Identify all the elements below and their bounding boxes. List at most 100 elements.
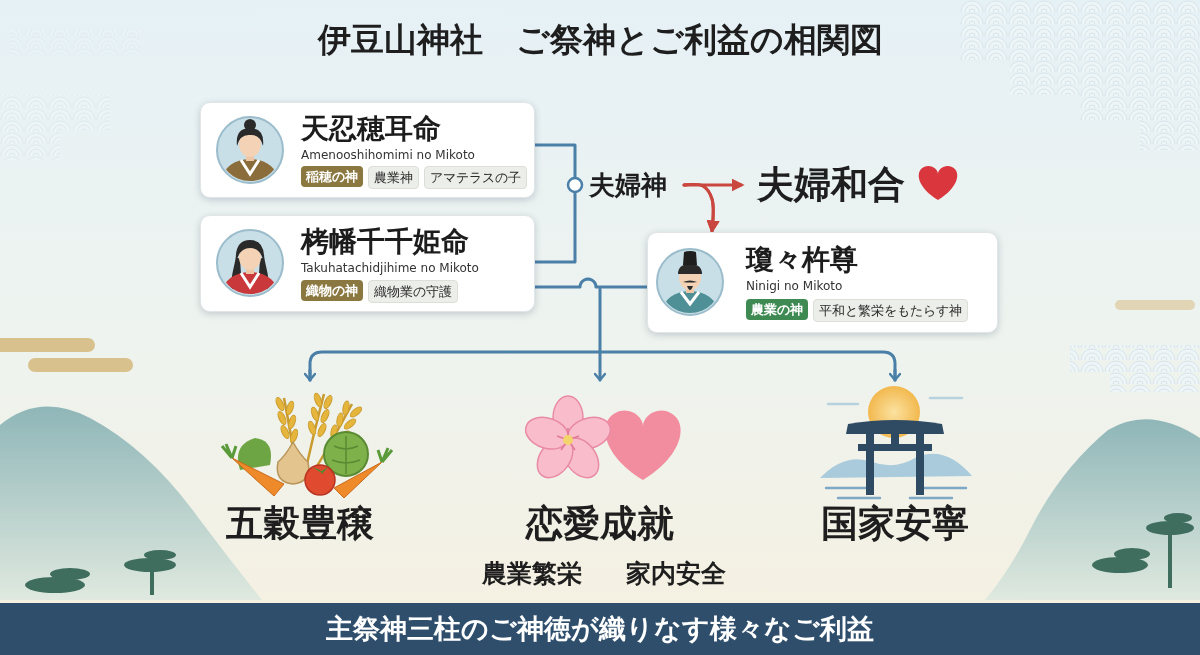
torii-icon [866,433,874,495]
sakura-heart-icon [530,431,580,484]
deity-avatar [217,117,283,183]
deity-card: 瓊々杵尊Ninigi no Mikoto農業の神平和と繁栄をもたらす神 [647,232,998,333]
harvest-icon [284,394,352,478]
pine-tree [124,558,176,572]
harvest-icon [330,425,338,440]
torii-icon [820,386,972,498]
pine-tree [144,550,176,560]
pine-tree [1168,528,1172,588]
deity-romaji: Takuhatachidjihime no Mikoto [301,261,479,275]
connector-line [684,184,713,231]
harvest-icon [324,432,368,476]
attribute-tag: アマテラスの子 [424,166,527,189]
wave-pattern [10,30,140,55]
harvest-icon [274,396,285,411]
sakura-heart-icon [605,410,680,480]
harvest-icon [307,420,317,435]
wave-pattern [1070,345,1200,392]
heart-symbol [919,166,958,200]
harvest-icon [336,413,344,428]
tag-text: 平和と繁栄をもたらす神 [819,303,962,318]
deity-avatar [660,251,720,317]
deity-avatar [244,119,256,131]
torii-icon [828,398,962,404]
gold-cloud [28,358,133,372]
connector-line [535,185,575,262]
connector-line [535,145,575,185]
mountain [0,407,262,600]
deity-avatar [217,117,283,184]
sakura-heart-icon [563,435,573,445]
benefit-sublabel: 家内安全 [626,557,726,590]
deity-card: 天忍穂耳命Amenooshihomimi no Mikoto稲穂の神農業神アマテ… [200,102,535,198]
deity-avatar [217,230,283,296]
wave-pattern [0,0,1200,392]
harvest-icon [378,448,392,462]
harvest-icon [343,417,358,431]
attribute-tag: 稲穂の神 [301,166,363,187]
benefit-sublabel: 農業繁栄 [482,557,582,590]
torii-icon [858,444,932,451]
gold-cloud [0,338,95,352]
mountain [1040,465,1200,600]
branch-arrows [309,370,312,380]
connector-line [684,184,713,231]
attribute-tag: 織物の神 [301,280,363,301]
harvest-icon [289,428,299,443]
branch-arrows [894,370,897,380]
deity-avatar [687,286,693,290]
harvest-icon [349,405,364,419]
torii-icon [916,433,924,495]
wave-pattern [0,95,110,160]
deity-name: 栲幡千千姫命 [301,226,469,258]
deity-avatar [679,264,701,290]
tag-text: アマテラスの子 [430,170,521,185]
deity-avatar [230,257,270,289]
benefit-label: 五穀豊穣 [226,499,374,549]
harvest-icon [232,458,284,496]
deity-romaji: Amenooshihomimi no Mikoto [301,148,475,162]
harvest-icon [316,422,327,437]
branch-arrows [310,352,895,380]
harvest-icon [222,392,392,498]
sakura-heart-icon [563,412,614,454]
harvest-icon [222,444,236,458]
torii-icon [820,454,972,478]
branch-arrows [599,289,602,380]
harvest-icon [337,429,352,443]
tag-text: 織物の神 [306,283,358,298]
mountain [985,419,1200,600]
harmony-label: 夫婦和合 [757,160,905,210]
attribute-tag: 農業の神 [746,299,808,320]
harvest-icon [342,401,350,416]
tag-text: 農業神 [374,170,413,185]
harvest-icon [319,408,330,423]
attribute-tag: 農業神 [368,166,419,189]
gold-cloud [1115,300,1195,310]
harvest-icon [310,404,352,478]
caption-text: 主祭神三柱のご神徳が織りなす様々なご利益 [0,603,1200,655]
benefit-label: 恋愛成就 [526,499,674,549]
deity-avatar [239,131,261,157]
deity-avatar [220,272,280,297]
benefit-label: 国家安寧 [821,499,969,549]
deity-avatar [241,273,259,287]
harvest-icon [304,394,324,478]
sakura-heart-icon [522,396,681,484]
torii-icon [826,488,966,498]
connector-line [535,279,647,287]
tag-text: 織物業の守護 [374,284,452,299]
torii-icon [868,386,920,438]
deity-avatar [236,240,264,263]
harvest-icon [313,392,323,407]
harvest-icon [312,467,328,474]
heart-symbol [919,166,958,200]
torii-icon [846,420,944,434]
deity-avatar [220,119,280,184]
deity-avatar [241,160,259,174]
pine-tree [150,565,154,595]
